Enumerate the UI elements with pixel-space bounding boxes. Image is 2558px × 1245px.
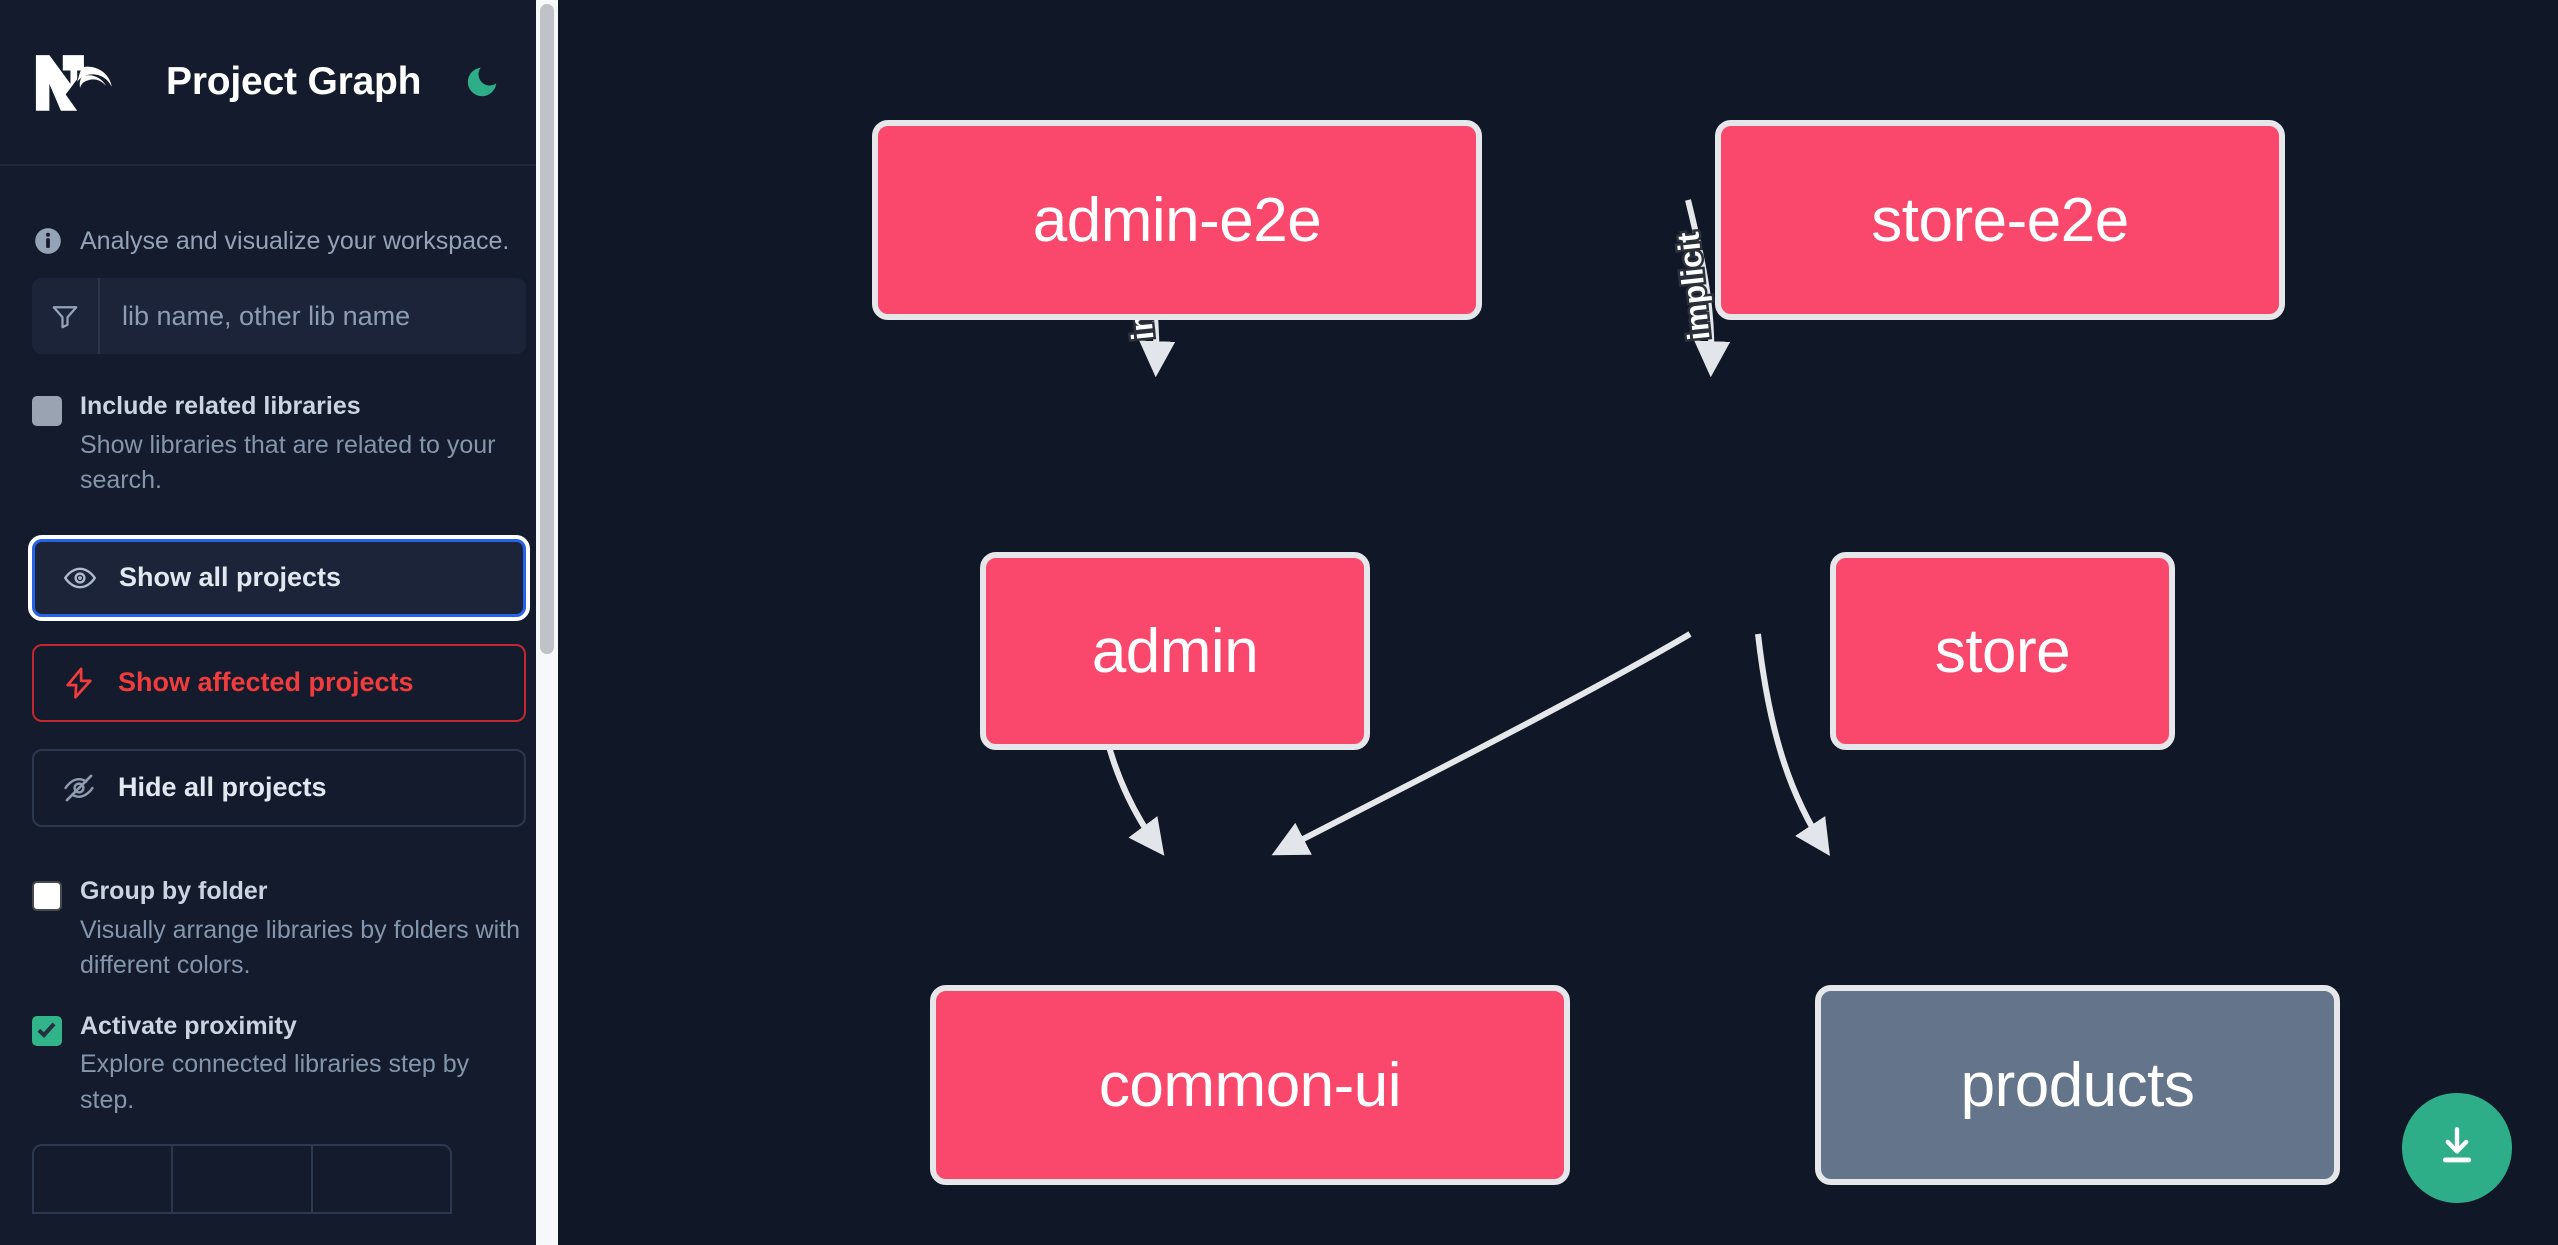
sidebar-body: Analyse and visualize your workspace. (0, 166, 558, 1215)
option-activate-proximity[interactable]: Activate proximity Explore connected lib… (32, 1010, 526, 1119)
segment-option-3[interactable] (313, 1146, 450, 1212)
node-label: store (1934, 616, 2071, 686)
node-label: admin-e2e (1032, 185, 1322, 255)
edge-store-to-common-ui (1271, 631, 1692, 856)
page-title: Project Graph (166, 60, 422, 103)
show-all-projects-button[interactable]: Show all projects (28, 534, 530, 621)
graph-node-products[interactable]: products (1815, 985, 2340, 1185)
node-label: admin (1091, 616, 1259, 686)
lightning-icon (62, 666, 96, 700)
option-description: Show libraries that are related to your … (80, 430, 496, 495)
sidebar: Project Graph (0, 0, 558, 1245)
info-icon (34, 227, 62, 255)
hide-all-projects-button[interactable]: Hide all projects (32, 748, 526, 827)
node-label: store-e2e (1871, 185, 2129, 255)
eye-off-icon (62, 771, 96, 805)
graph-node-common-ui[interactable]: common-ui (930, 985, 1570, 1185)
graph-node-store-e2e[interactable]: store-e2e (1715, 120, 2285, 320)
group-by-folder-checkbox[interactable] (32, 880, 62, 911)
activate-proximity-checkbox[interactable] (32, 1015, 62, 1046)
workspace-hint-text: Analyse and visualize your workspace. (80, 226, 510, 255)
sidebar-header: Project Graph (0, 0, 558, 166)
node-label: common-ui (1098, 1050, 1402, 1120)
option-group-by-folder[interactable]: Group by folder Visually arrange librari… (32, 875, 526, 984)
segment-option-1[interactable] (34, 1146, 174, 1213)
graph-node-admin-e2e[interactable]: admin-e2e (872, 120, 1482, 320)
segment-option-2[interactable] (173, 1146, 313, 1213)
sidebar-scrollbar[interactable] (536, 0, 558, 1245)
button-label: Show all projects (119, 562, 342, 593)
moon-icon[interactable] (459, 59, 505, 105)
option-label: Include related libraries (80, 392, 361, 420)
option-label: Activate proximity (80, 1011, 297, 1040)
workspace-hint: Analyse and visualize your workspace. (32, 166, 526, 278)
sidebar-scroll-area[interactable]: Project Graph (0, 0, 558, 1245)
edge-store-e2e-to-store (1685, 199, 1731, 378)
search-input[interactable] (100, 278, 526, 354)
filter-icon (32, 278, 100, 354)
nx-logo-icon (34, 51, 130, 113)
show-affected-projects-button[interactable]: Show affected projects (32, 643, 526, 722)
eye-icon (63, 561, 97, 595)
project-visibility-actions: Show all projects Show affected projects (28, 534, 530, 827)
proximity-step-segmented-control[interactable] (32, 1144, 452, 1215)
graph-node-store[interactable]: store (1830, 552, 2175, 750)
option-description: Visually arrange libraries by folders wi… (80, 915, 521, 980)
download-image-button[interactable] (2402, 1093, 2512, 1203)
graph-canvas[interactable]: implicit implicit admin-e2e store-e2e ad… (558, 0, 2558, 1245)
option-description: Explore connected libraries step by step… (80, 1050, 470, 1114)
node-label: products (1960, 1050, 2195, 1120)
download-icon (2432, 1122, 2482, 1175)
option-label: Group by folder (80, 876, 268, 905)
edge-store-to-products (1755, 633, 1830, 857)
edge-label-implicit-store: implicit (1670, 230, 1716, 342)
option-include-related-libraries[interactable]: Include related libraries Show libraries… (32, 390, 526, 499)
include-related-libraries-checkbox[interactable] (32, 396, 62, 426)
search-field[interactable] (32, 278, 526, 354)
graph-node-admin[interactable]: admin (980, 552, 1370, 750)
button-label: Hide all projects (118, 772, 327, 803)
button-label: Show affected projects (118, 667, 414, 698)
sidebar-scrollbar-thumb[interactable] (540, 4, 554, 654)
